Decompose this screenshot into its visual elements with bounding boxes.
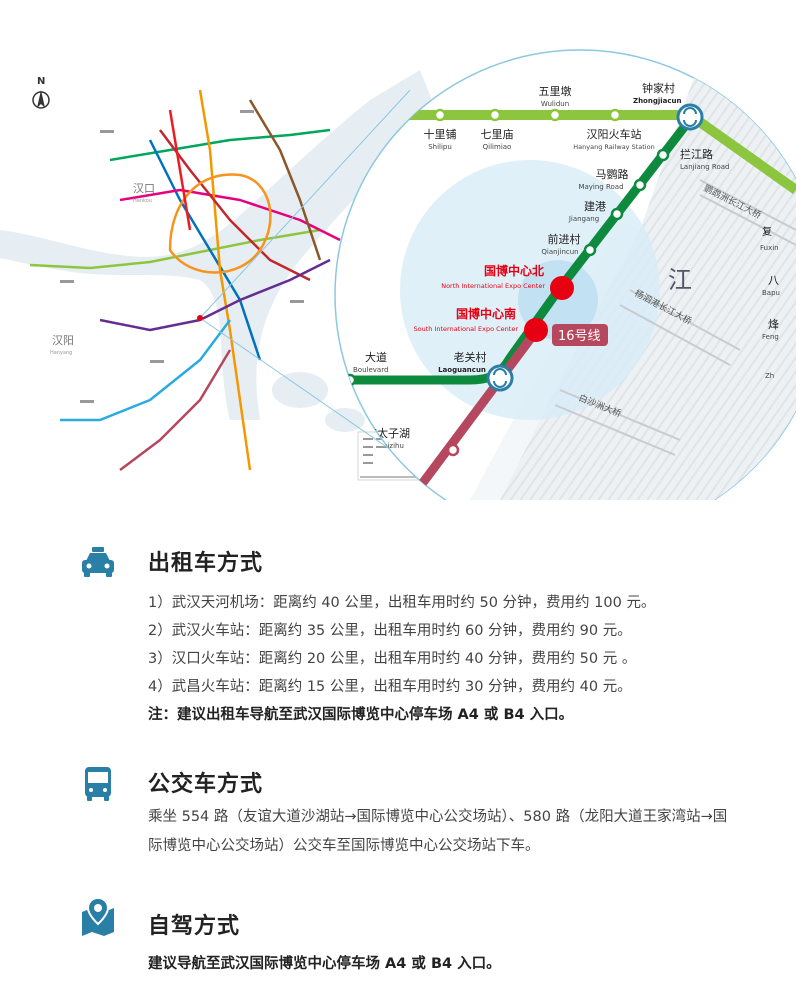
taxi-note: 注：建议出租车导航至武汉国际博览中心停车场 A4 或 B4 入口。 bbox=[148, 707, 574, 723]
station-label-en: Shilipu bbox=[428, 143, 452, 151]
station-label-en: Bapu bbox=[762, 289, 780, 297]
metro-map: 汉口 Hankou 汉阳 Hanyang N bbox=[0, 49, 796, 500]
station-label: 大道 bbox=[365, 350, 387, 364]
station-label: 钟家村 bbox=[642, 81, 675, 95]
interchange-icon bbox=[676, 103, 704, 131]
station-label: 七里庙 bbox=[481, 127, 514, 141]
station-label-en: Hanyang Railway Station bbox=[573, 143, 654, 151]
station-label-en: Wulidun bbox=[541, 100, 569, 108]
station-label: 十里铺 bbox=[424, 127, 457, 141]
station-label: 复 bbox=[762, 225, 772, 238]
station-label-en: Qilimiao bbox=[483, 143, 512, 151]
station-label: 前进村 bbox=[548, 232, 581, 246]
interchange-icon bbox=[486, 364, 514, 392]
station-label-en: Zhongjiacun bbox=[633, 97, 682, 105]
north-expo-label: 国博中心北 bbox=[484, 263, 544, 278]
station-label: 汉阳火车站 bbox=[587, 127, 642, 141]
north-label: N bbox=[37, 76, 45, 87]
hankou-en-label: Hankou bbox=[133, 198, 152, 204]
map-pin-icon bbox=[82, 896, 114, 936]
station-label: 老关村 bbox=[454, 350, 487, 364]
taxi-line-4: 4）武昌火车站：距离约 15 公里，出租车用时约 30 分钟，费用约 40 元。 bbox=[148, 679, 632, 695]
station-label: 烽 bbox=[768, 318, 779, 331]
station-label-en: Jiangang bbox=[568, 215, 599, 223]
station-label-en: Taizihu bbox=[379, 442, 404, 450]
hanyang-label: 汉阳 bbox=[52, 334, 74, 347]
river-label: 江 bbox=[668, 266, 692, 294]
drive-title: 自驾方式 bbox=[148, 914, 241, 939]
station-label-en: Zh bbox=[765, 372, 774, 380]
hankou-label: 汉口 bbox=[133, 182, 155, 195]
zoom-circle: 鹦鹉洲长江大桥 杨泗港长江大桥 白沙洲大桥 江 bbox=[334, 49, 796, 500]
bus-title: 公交车方式 bbox=[148, 772, 264, 797]
taxi-icon bbox=[82, 547, 114, 577]
line-16-badge: 16号线 bbox=[552, 324, 608, 346]
taxi-line-3: 3）汉口火车站：距离约 20 公里，出租车用时约 40 分钟，费用约 50 元 … bbox=[148, 651, 637, 667]
south-expo-station bbox=[524, 318, 548, 342]
north-expo-station bbox=[550, 276, 574, 300]
north-expo-label-en: North International Expo Center bbox=[441, 282, 545, 290]
station-label-en: Boulevard bbox=[353, 366, 388, 374]
svg-text:16号线: 16号线 bbox=[558, 329, 601, 344]
station-label: 八 bbox=[768, 274, 779, 287]
drive-text: 建议导航至武汉国际博览中心停车场 A4 或 B4 入口。 bbox=[148, 956, 501, 972]
station-label-en: Maying Road bbox=[578, 183, 623, 191]
bus-icon bbox=[85, 767, 111, 801]
station-label: 建港 bbox=[584, 199, 606, 213]
south-expo-label: 国博中心南 bbox=[456, 306, 516, 321]
station-label-en: Lanjiang Road bbox=[680, 163, 729, 171]
north-arrow-icon: N bbox=[32, 76, 50, 109]
taxi-title: 出租车方式 bbox=[148, 551, 264, 576]
taxi-line-1: 1）武汉天河机场：距离约 40 公里，出租车用时约 50 分钟，费用约 100 … bbox=[148, 595, 656, 611]
station-label-en: Laoguancun bbox=[438, 366, 486, 374]
taxi-line-2: 2）武汉火车站：距离约 35 公里，出租车用时约 60 分钟，费用约 90 元。 bbox=[148, 623, 632, 639]
station-label: 拦江路 bbox=[680, 147, 713, 161]
station-label-en: Feng bbox=[762, 333, 779, 341]
station-label: 五里墩 bbox=[539, 84, 572, 98]
station-label: 马鹦路 bbox=[596, 167, 629, 181]
bus-text: 乘坐 554 路（友谊大道沙湖站→国际博览中心公交场站）、580 路（龙阳大道王… bbox=[148, 809, 728, 854]
station-label-en: Qianjincun bbox=[541, 248, 578, 256]
south-expo-label-en: South International Expo Center bbox=[413, 325, 518, 333]
station-label-en: Fuxin bbox=[760, 244, 779, 252]
hanyang-en-label: Hanyang bbox=[50, 350, 72, 356]
